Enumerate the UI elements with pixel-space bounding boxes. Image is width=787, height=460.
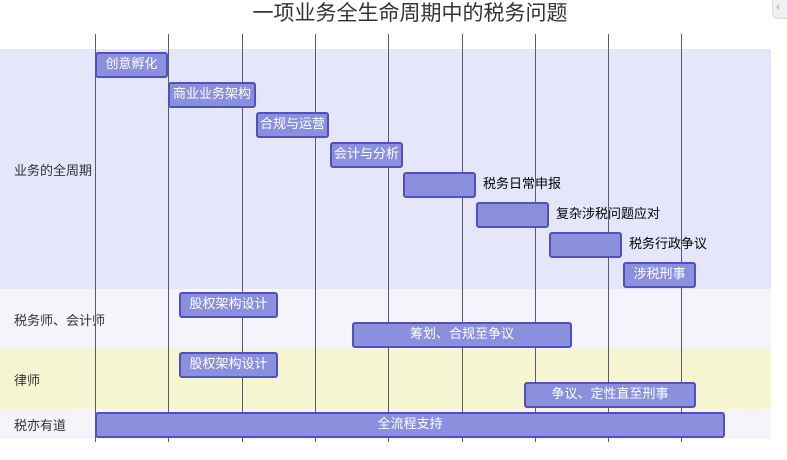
task-bar (352, 322, 572, 348)
chevron-left-icon: ‹ (776, 2, 780, 13)
axis-tick (388, 436, 389, 442)
axis-tick (681, 436, 682, 442)
grid-line (315, 34, 316, 440)
section-band (0, 49, 771, 289)
task-label: 税务行政争议 (629, 237, 708, 252)
section-label: 税务师、会计师 (14, 314, 106, 329)
axis-tick (95, 436, 96, 442)
task-bar (549, 232, 622, 258)
task-label: 创意孵化 (105, 57, 158, 72)
grid-line (95, 34, 96, 440)
grid-line (535, 34, 536, 440)
axis-tick (462, 436, 463, 442)
task-label: 全流程支持 (377, 417, 443, 432)
axis-tick (242, 436, 243, 442)
task-label: 争议、定性直至刑事 (551, 387, 669, 402)
axis-tick (535, 436, 536, 442)
task-bar (476, 202, 549, 228)
grid-line (242, 34, 243, 440)
task-bar (524, 382, 696, 408)
grid-line (168, 34, 169, 440)
task-bar (95, 412, 725, 438)
grid-line (388, 34, 389, 440)
chart-title: 一项业务全生命周期中的税务问题 (252, 1, 568, 25)
task-label: 涉税刑事 (633, 267, 686, 282)
task-label: 股权架构设计 (189, 357, 268, 372)
task-bar (95, 52, 168, 78)
collapse-tab[interactable]: ‹ (772, 0, 787, 19)
task-bar (179, 292, 278, 318)
task-label: 股权架构设计 (189, 297, 268, 312)
task-bar (403, 172, 476, 198)
grid-line (462, 34, 463, 440)
grid-line (681, 34, 682, 440)
task-bar (168, 82, 256, 108)
axis-tick (168, 436, 169, 442)
task-bar (623, 262, 696, 288)
task-label: 筹划、合规至争议 (409, 327, 514, 342)
axis-tick (608, 436, 609, 442)
task-label: 合规与运营 (259, 117, 325, 132)
section-label: 税亦有道 (14, 419, 67, 434)
section-label: 律师 (14, 374, 41, 389)
axis-tick (315, 436, 316, 442)
task-label: 税务日常申报 (483, 177, 562, 192)
task-label: 会计与分析 (333, 147, 399, 162)
task-bar (179, 352, 278, 378)
task-label: 复杂涉税问题应对 (556, 207, 661, 222)
task-bar (330, 142, 403, 168)
task-label: 商业业务架构 (172, 87, 251, 102)
section-label: 业务的全周期 (14, 164, 93, 179)
task-bar (256, 112, 329, 138)
